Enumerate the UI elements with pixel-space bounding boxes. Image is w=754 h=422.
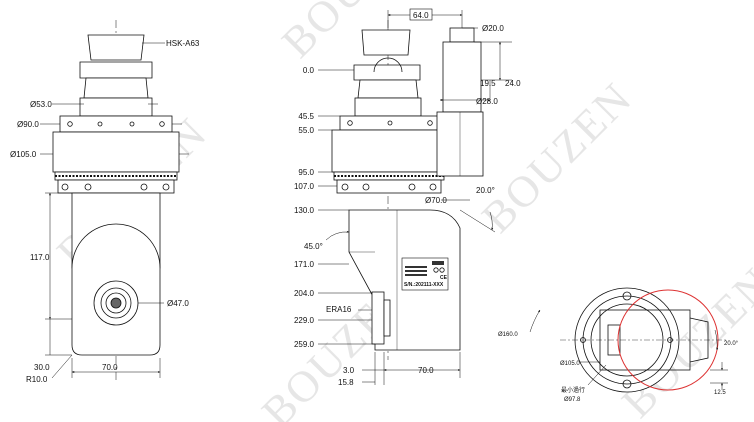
dim-w70-side: 70.0: [418, 366, 434, 375]
level-labels: 0.0 45.5 55.0 95.0 107.0 130.0 171.0 204.0 229.0…: [294, 66, 315, 349]
dim-d70: Ø70.0: [425, 196, 447, 205]
era-label: ERA16: [326, 305, 352, 314]
level-label: 259.0: [294, 340, 315, 349]
dim-d53: Ø53.0: [30, 100, 52, 109]
front-view-labels: HSK-A63 Ø53.0 Ø90.0 Ø105.0 117.0 Ø47.0 3…: [10, 39, 200, 384]
side-view-labels: 64.0 Ø20.0 19.5 24.0 Ø28.0 Ø70.0 20.0° 4…: [294, 8, 521, 387]
dim-v12-5: 12.5: [714, 390, 726, 396]
dim-d105-top: Ø105.0: [560, 361, 580, 367]
nameplate-sn: S/N.:202111-XXX: [404, 282, 444, 288]
dim-a20-top: 20.0°: [724, 341, 739, 347]
watermark: BOUZEN: [472, 73, 641, 242]
level-label: 204.0: [294, 289, 315, 298]
level-label: 0.0: [303, 66, 315, 75]
dim-w70: 70.0: [102, 363, 118, 372]
dim-h15-8: 15.8: [338, 378, 354, 387]
side-view: [318, 10, 512, 385]
dim-d90: Ø90.0: [17, 120, 39, 129]
level-label: 95.0: [298, 168, 314, 177]
nameplate-ce: CE: [440, 275, 448, 281]
front-view: [40, 20, 189, 380]
min-label: 最小過行: [561, 386, 585, 394]
dim-d20: Ø20.0: [482, 24, 504, 33]
dim-r10: R10.0: [26, 375, 48, 384]
level-label: 130.0: [294, 206, 315, 215]
dim-v24: 24.0: [505, 79, 521, 88]
dim-a45: 45.0°: [304, 242, 323, 251]
dim-h3: 3.0: [343, 366, 355, 375]
dim-d28: Ø28.0: [476, 97, 498, 106]
dim-d160: Ø160.0: [498, 332, 518, 338]
top-view-labels: Ø160.0 Ø105.0 最小過行 Ø97.8 20.0° 12.5: [498, 332, 739, 403]
dim-h117: 117.0: [30, 253, 50, 262]
level-label: 107.0: [294, 182, 315, 191]
dim-h30: 30.0: [34, 363, 50, 372]
dim-w64: 64.0: [413, 11, 429, 20]
level-label: 45.5: [298, 112, 314, 121]
level-label: 55.0: [298, 126, 314, 135]
hsk-label: HSK-A63: [166, 39, 200, 48]
dim-v19-5: 19.5: [480, 79, 496, 88]
dim-d97-8: Ø97.8: [564, 397, 581, 403]
dim-d47: Ø47.0: [167, 299, 189, 308]
dim-a20: 20.0°: [476, 186, 495, 195]
level-label: 171.0: [294, 260, 315, 269]
dim-d105: Ø105.0: [10, 150, 37, 159]
level-label: 229.0: [294, 316, 315, 325]
top-view: [529, 287, 728, 393]
